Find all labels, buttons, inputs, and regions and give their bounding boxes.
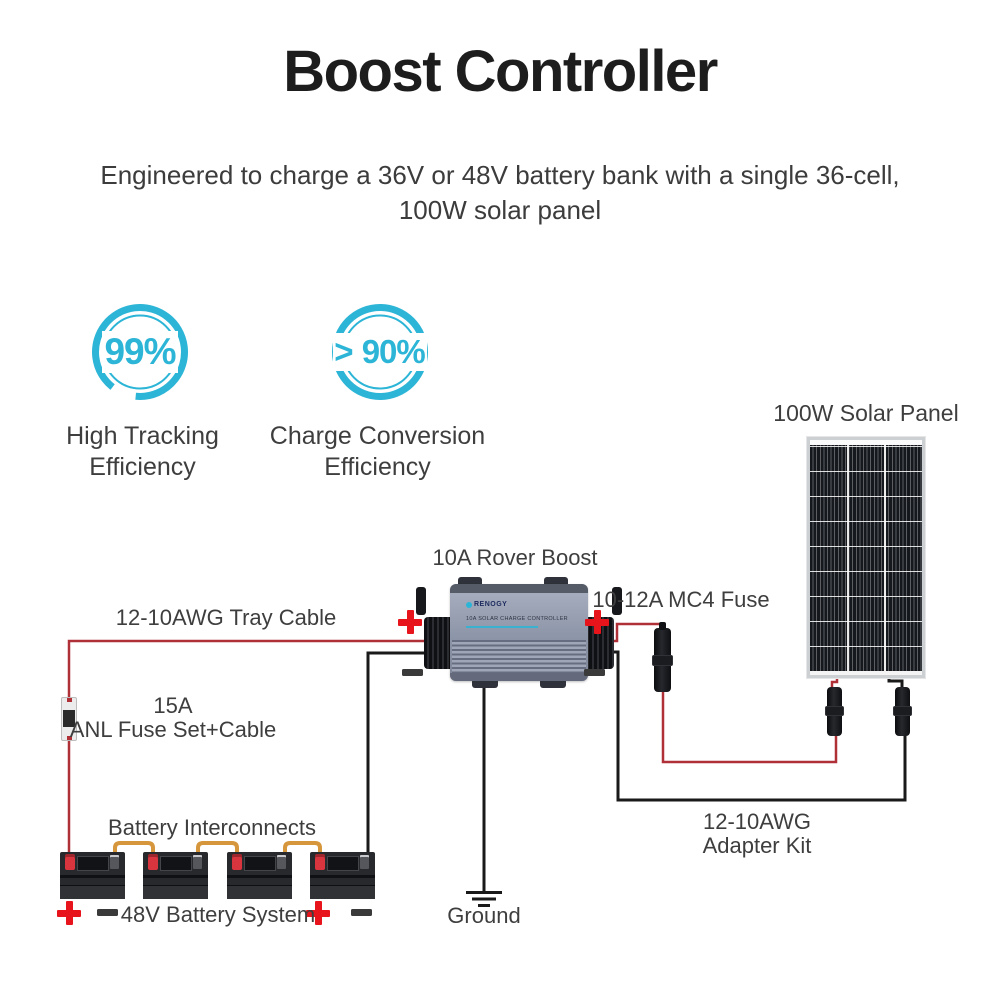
plus-symbol	[306, 901, 330, 925]
minus-symbol	[584, 669, 605, 676]
mc4-connector-positive	[825, 687, 844, 736]
battery-system-label: 48V Battery System	[120, 902, 316, 927]
battery-label-panel	[160, 856, 192, 871]
controller-accent-bar	[466, 626, 538, 628]
controller-mount-tab	[458, 577, 482, 586]
ground-symbol	[466, 891, 502, 907]
pv-positive-wire-lower	[661, 688, 838, 764]
controller-model-text: 10A SOLAR CHARGE CONTROLLER	[466, 616, 568, 622]
tray-cable-positive-wire	[67, 639, 445, 853]
fuse-terminal	[67, 698, 72, 702]
panel-frame-strip	[810, 440, 922, 445]
controller-foot-tab	[540, 681, 566, 688]
controller-mount-tab	[544, 577, 568, 586]
cable-gland-nub	[612, 587, 622, 615]
panel-column-divider	[846, 445, 849, 671]
adapter-kit-label: 12-10AWG Adapter Kit	[702, 809, 812, 858]
battery-negative-terminal	[110, 855, 119, 869]
battery-label-panel	[77, 856, 109, 871]
subtitle-line-2: 100W solar panel	[398, 195, 602, 225]
panel-frame-strip	[810, 671, 922, 675]
badge-value: 99%	[102, 331, 178, 373]
plus-symbol	[585, 610, 609, 634]
minus-symbol	[402, 669, 423, 676]
battery-positive-terminal	[232, 854, 242, 870]
controller-foot-tab	[472, 681, 498, 688]
panel-column-divider	[883, 445, 886, 671]
ground-label: Ground	[447, 903, 521, 928]
mc4-fuse-label: 10-12A MC4 Fuse	[592, 587, 770, 612]
plus-symbol	[57, 901, 81, 925]
page-title: Boost Controller	[283, 39, 718, 104]
battery-graphic	[60, 852, 125, 899]
controller-label: 10A Rover Boost	[432, 545, 598, 570]
controller-brand: RENOGY	[466, 601, 507, 608]
cable-gland-left	[424, 617, 454, 669]
solar-panel-label: 100W Solar Panel	[773, 400, 959, 426]
tracking-efficiency-badge: 99%	[85, 297, 195, 407]
controller-body: RENOGY 10A SOLAR CHARGE CONTROLLER	[450, 584, 588, 681]
battery-interconnect-cable	[113, 841, 155, 857]
battery-negative-terminal	[277, 855, 286, 869]
minus-symbol	[97, 909, 118, 916]
battery-interconnect-cable	[283, 841, 322, 857]
minus-symbol	[351, 909, 372, 916]
battery-negative-terminal	[360, 855, 369, 869]
controller-heatsink-fins	[452, 640, 586, 673]
battery-label-panel	[327, 856, 359, 871]
mc4-fuse-connector	[652, 622, 673, 692]
anl-fuse-graphic	[61, 697, 77, 741]
tracking-efficiency-label: High Tracking Efficiency	[66, 422, 219, 481]
badge-value: > 90%	[333, 333, 427, 371]
battery-interconnect-cable	[196, 841, 239, 857]
tray-cable-label: 12-10AWG Tray Cable	[115, 605, 337, 630]
brand-logo-icon	[466, 601, 472, 608]
conversion-efficiency-label: Charge Conversion Efficiency	[269, 422, 486, 481]
controller-bottom-cap	[450, 673, 588, 681]
battery-positive-terminal	[315, 854, 325, 870]
subtitle-line-1: Engineered to charge a 36V or 48V batter…	[100, 160, 900, 190]
plus-symbol	[398, 610, 422, 634]
conversion-efficiency-badge: > 90%	[325, 297, 435, 407]
battery-negative-terminal	[193, 855, 202, 869]
mc4-connector-negative	[893, 687, 912, 736]
anl-fuse-label: 15A ANL Fuse Set+Cable	[69, 693, 277, 742]
page-subtitle: Engineered to charge a 36V or 48V batter…	[0, 158, 1000, 228]
cable-gland-nub	[416, 587, 426, 615]
battery-label-panel	[244, 856, 276, 871]
battery-graphic	[227, 852, 292, 899]
battery-positive-terminal	[65, 854, 75, 870]
solar-panel-graphic	[806, 436, 926, 679]
controller-top-cap	[450, 584, 588, 593]
battery-interconnects-label: Battery Interconnects	[108, 815, 316, 840]
panel-cells	[810, 445, 922, 671]
pv-negative-wire	[606, 650, 907, 802]
fuse-terminal	[67, 736, 72, 740]
battery-positive-terminal	[148, 854, 158, 870]
battery-graphic	[143, 852, 208, 899]
charge-controller-graphic: RENOGY 10A SOLAR CHARGE CONTROLLER	[416, 575, 626, 693]
battery-graphic	[310, 852, 375, 899]
